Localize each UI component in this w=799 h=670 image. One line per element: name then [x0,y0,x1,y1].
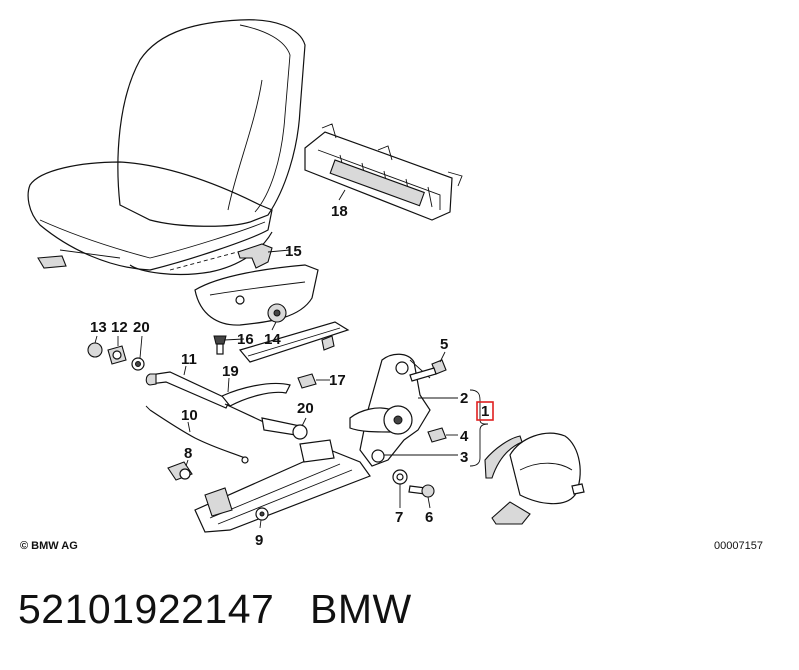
callout-6: 6 [425,509,433,526]
part-10-cable [145,405,249,464]
part-15-clip [237,243,273,269]
part-20-lower-screw [292,424,308,440]
part-17-clip [297,373,317,389]
callout-3: 3 [460,449,468,466]
callout-11: 11 [181,351,197,368]
callout-7: 7 [395,509,403,526]
part-caption: 52101922147 BMW [18,586,412,633]
callout-1-highlight [476,401,494,421]
part-14-knob [267,303,287,323]
part-18-grille [304,123,463,221]
callout-20-upper: 20 [133,319,150,336]
callout-16: 16 [237,331,254,348]
seat-rail [194,439,371,533]
callout-8: 8 [184,445,192,462]
callout-15: 15 [285,243,302,260]
part-16-screw [213,335,227,355]
part-number: 52101922147 [18,586,275,632]
callout-1: 1 [481,403,489,420]
recliner-mechanism [349,353,447,467]
left-fasteners [87,342,145,371]
part-8-pin [167,461,193,481]
part-5-screw [409,359,447,382]
part-7-washer [392,469,408,485]
callout-5: 5 [440,336,448,353]
callout-12: 12 [111,319,128,336]
side-trim-cover [194,264,319,326]
leader-lines [94,189,458,529]
recliner-cover [484,432,585,525]
part-11-19-shaft [145,371,306,439]
brand-name: BMW [310,586,412,632]
callout-bracket [469,389,489,467]
callout-14: 14 [264,331,281,348]
callout-20-lower: 20 [297,400,314,417]
callout-19: 19 [222,363,239,380]
cover-strip [238,321,350,363]
callout-13: 13 [90,319,107,336]
callout-10: 10 [181,407,198,424]
callout-18: 18 [331,203,348,220]
callout-2: 2 [460,390,468,407]
part-6-bolt [408,484,435,498]
seat-illustration [27,19,306,276]
callout-17: 17 [329,372,346,389]
diagram-reference-number: 00007157 [714,540,763,552]
copyright-notice: © BMW AG [20,540,78,552]
callout-4: 4 [460,428,469,445]
callout-9: 9 [255,532,263,549]
exploded-parts-diagram: 13 12 20 11 19 10 8 9 15 14 16 17 20 18 … [27,19,585,549]
